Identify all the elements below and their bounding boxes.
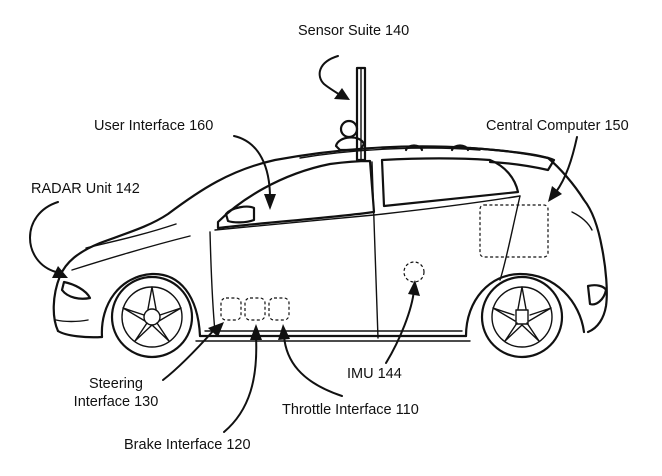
central-computer-box xyxy=(479,204,549,258)
leader-sensor-suite xyxy=(318,55,341,96)
front-wheel xyxy=(110,275,194,359)
car-body xyxy=(52,145,608,342)
steering-interface-box xyxy=(220,297,242,321)
leader-imu xyxy=(385,289,415,364)
throttle-interface-box xyxy=(268,297,290,321)
label-throttle-interface: Throttle Interface 110 xyxy=(282,402,419,418)
brake-interface-box xyxy=(244,297,266,321)
car-windows xyxy=(209,157,521,339)
leader-brake-interface xyxy=(223,335,258,433)
leader-radar-unit xyxy=(29,201,59,273)
leader-throttle-interface xyxy=(283,335,343,397)
label-sensor-suite: Sensor Suite 140 xyxy=(298,23,410,39)
rear-wheel xyxy=(480,275,564,359)
car-lights xyxy=(55,211,608,323)
component-boxes xyxy=(220,204,549,321)
imu-box xyxy=(403,261,425,283)
label-steering-interface-line2: Interface 130 xyxy=(73,394,159,410)
label-steering-interface-line1: Steering xyxy=(88,376,143,392)
leader-steering-interface xyxy=(162,329,215,381)
sensor-mast xyxy=(334,66,470,162)
label-brake-interface: Brake Interface 120 xyxy=(124,437,251,453)
label-imu: IMU 144 xyxy=(347,366,402,382)
label-user-interface: User Interface 160 xyxy=(94,118,214,134)
leader-user-interface xyxy=(233,135,271,199)
leader-lines xyxy=(29,55,578,433)
leader-central-computer xyxy=(555,136,578,193)
label-radar-unit: RADAR Unit 142 xyxy=(31,181,140,197)
label-central-computer: Central Computer 150 xyxy=(486,118,629,134)
